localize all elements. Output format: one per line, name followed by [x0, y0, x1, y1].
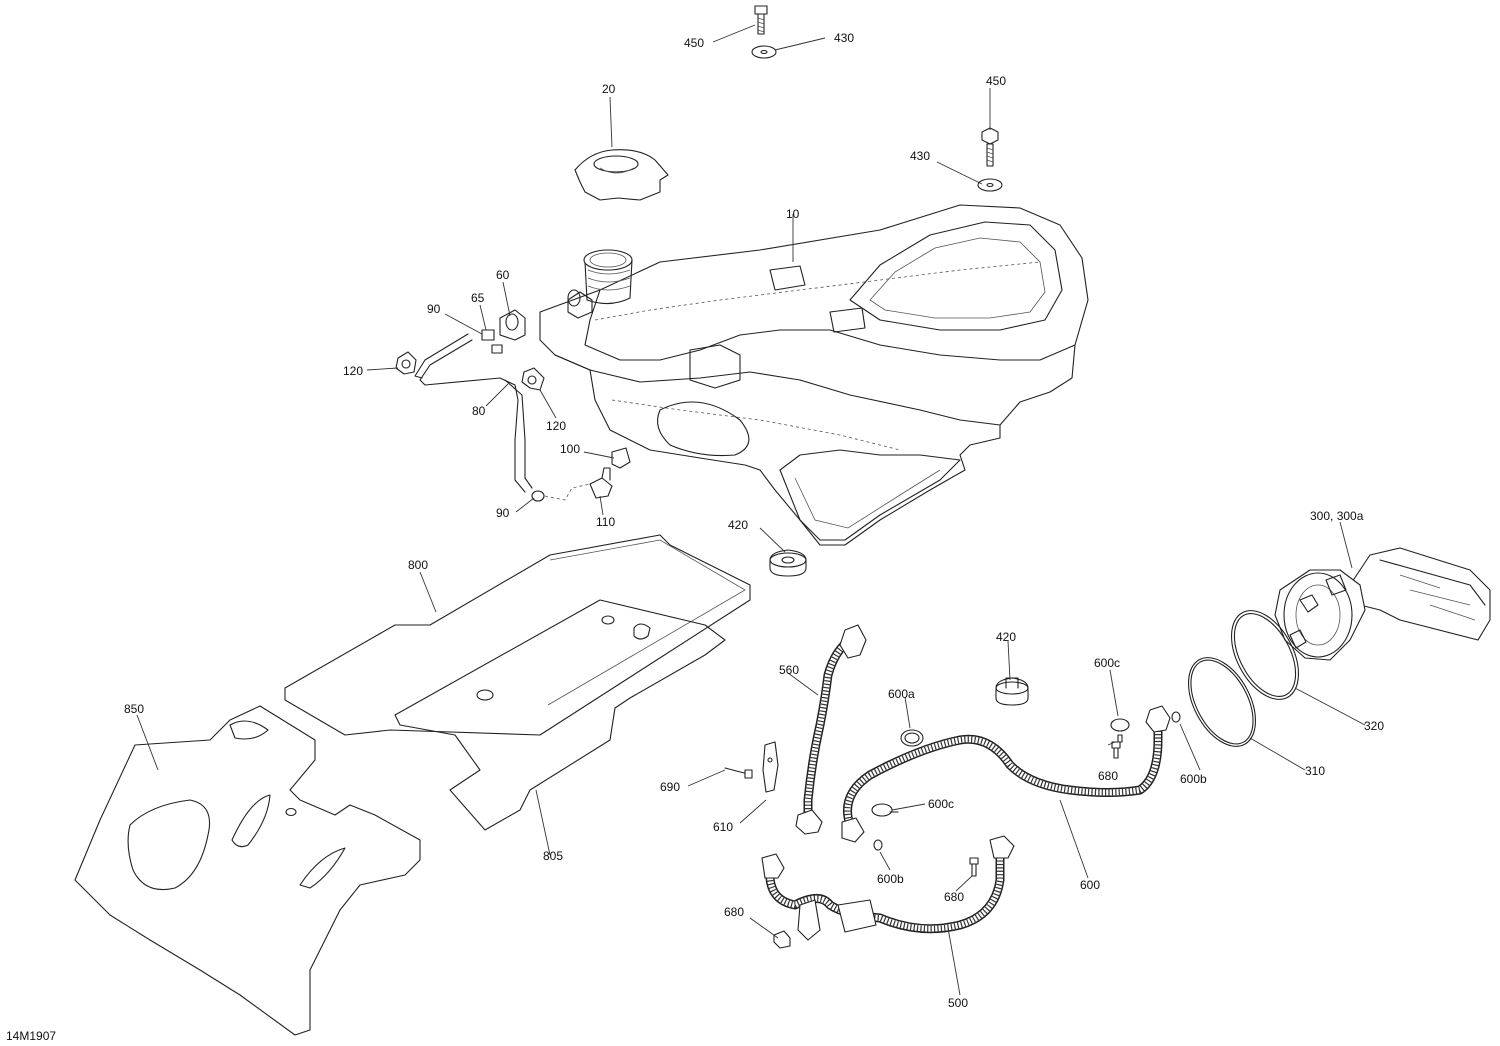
pump-ring [1187, 657, 1257, 747]
vent-hose [414, 333, 533, 493]
callout-300: 300, 300a [1310, 509, 1364, 523]
callout-110: 110 [596, 515, 615, 529]
callout-20: 20 [602, 82, 616, 96]
callout-690: 690 [660, 780, 680, 794]
bolt-right [981, 127, 999, 167]
grommet-top [769, 549, 807, 577]
callout-680-mid: 680 [944, 890, 964, 904]
fuel-hose-500 [761, 835, 1015, 941]
callout-10: 10 [786, 207, 800, 221]
callout-610: 610 [713, 820, 733, 834]
fuel-pump [1274, 547, 1491, 661]
heat-shield-front [74, 705, 421, 1036]
callout-450-right: 450 [986, 74, 1006, 88]
clamp-600a [900, 729, 924, 747]
washer-right [977, 178, 1003, 192]
callout-850: 850 [124, 702, 144, 716]
callout-120-right: 120 [546, 419, 566, 433]
screw-680-mid [969, 857, 979, 877]
heat-shield-upper [284, 534, 751, 736]
fuel-cap [574, 149, 669, 201]
callout-90-top: 90 [427, 302, 441, 316]
screw-680-top [1111, 741, 1121, 759]
callout-600b-mid: 600b [877, 872, 904, 886]
callout-600c-top: 600c [1094, 656, 1120, 670]
washer-top [751, 45, 777, 59]
clamp-600c-top [1110, 718, 1130, 743]
callout-800: 800 [408, 558, 428, 572]
hose-clamp-left [395, 351, 417, 375]
oring-600b-mid [873, 839, 883, 851]
heat-shield-lower [394, 599, 726, 831]
screw-690 [724, 767, 753, 779]
figure-code: 14M1907 [6, 1029, 56, 1043]
vent-elbow [589, 467, 613, 499]
callout-420-bottom: 420 [996, 630, 1016, 644]
vent-fitting-bottom [531, 490, 545, 502]
callout-320: 320 [1364, 719, 1384, 733]
hose-clamp-right [521, 367, 545, 391]
callout-600b-right: 600b [1180, 772, 1207, 786]
callout-680-top: 680 [1098, 769, 1118, 783]
callout-310: 310 [1305, 764, 1325, 778]
callout-420-top: 420 [728, 518, 748, 532]
callout-90-bottom: 90 [496, 506, 510, 520]
callout-450-top: 450 [684, 36, 704, 50]
fuel-hose-560 [795, 624, 867, 835]
vent-valve [499, 309, 526, 341]
callout-80: 80 [472, 404, 486, 418]
check-valve [611, 447, 631, 469]
vent-fitting [481, 329, 503, 354]
callout-600: 600 [1080, 878, 1100, 892]
callout-600a: 600a [888, 687, 915, 701]
callout-100: 100 [560, 442, 580, 456]
pump-gasket [1230, 610, 1300, 700]
oring-600b-right [1171, 711, 1181, 723]
callout-560: 560 [779, 663, 799, 677]
callout-65: 65 [471, 291, 485, 305]
leader-lines [136, 24, 1366, 996]
grommet-bottom [995, 677, 1029, 706]
screw-680-bottom [773, 930, 791, 949]
callout-60: 60 [496, 268, 510, 282]
callout-120-left: 120 [343, 364, 363, 378]
callout-600c-mid: 600c [928, 797, 954, 811]
callout-680-bottom: 680 [724, 905, 744, 919]
bracket-610 [762, 741, 779, 793]
bolt-top [754, 5, 768, 35]
fuel-tank [539, 204, 1089, 546]
fuel-hose-600 [841, 705, 1171, 843]
callout-labels: 450 430 20 450 430 10 60 65 90 120 80 12… [6, 31, 1384, 1043]
callout-430-top: 430 [834, 31, 854, 45]
callout-500: 500 [948, 996, 968, 1010]
callout-805: 805 [543, 849, 563, 863]
callout-430-right: 430 [910, 149, 930, 163]
